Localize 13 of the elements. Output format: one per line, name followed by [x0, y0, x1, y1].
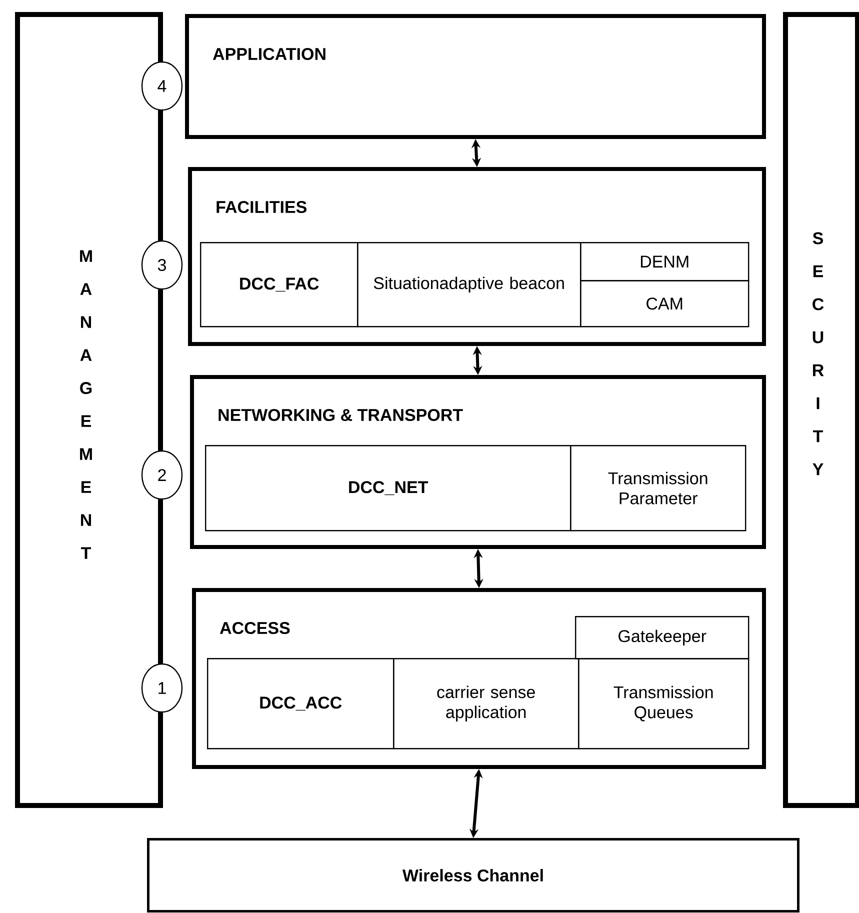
table-cell: Gatekeeper: [575, 616, 750, 660]
table-cell: Situationadaptive beacon: [357, 242, 582, 328]
side-band: SECURITY: [783, 12, 859, 808]
table-cell: Transmission Parameter: [570, 445, 746, 532]
table-cell: DCC_ACC: [207, 658, 394, 750]
layer-box: APPLICATION: [185, 14, 766, 139]
table-cell: DENM: [580, 242, 750, 282]
table-cell: DCC_FAC: [200, 242, 358, 328]
table-cell: CAM: [580, 280, 750, 328]
channel-box: Wireless Channel: [147, 838, 800, 912]
table-cell: carrier sense application: [393, 658, 580, 750]
table-cell: DCC_NET: [205, 445, 572, 532]
table-cell: Transmission Queues: [578, 658, 750, 750]
